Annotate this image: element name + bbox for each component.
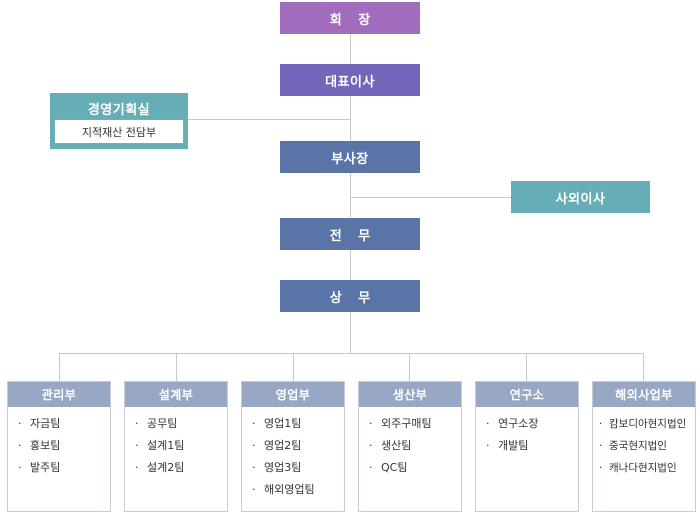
team-list: ·연구소장 ·개발팀 (476, 407, 578, 457)
team-list: ·외주구매팀 ·생산팀 ·QC팀 (359, 407, 461, 479)
team-item: ·연구소장 (486, 417, 539, 430)
planning-sub-box: 지적재산 전담부 (54, 119, 184, 144)
team-item: ·개발팀 (486, 439, 529, 452)
chairman-box: 회 장 (280, 2, 420, 34)
managing-director-box: 상 무 (280, 280, 420, 312)
department-header: 연구소 (476, 382, 578, 407)
department-name: 연구소 (509, 388, 545, 402)
team-list: ·공무팀 ·설계1팀 ·설계2팀 (125, 407, 227, 479)
department-design: 설계부 ·공무팀 ·설계1팀 ·설계2팀 (124, 381, 228, 512)
ceo-box: 대표이사 (280, 64, 420, 96)
team-item: ·공무팀 (135, 417, 178, 430)
team-item: ·QC팀 (369, 461, 408, 474)
team-item: ·캐나다현지법인 (599, 462, 677, 474)
department-header: 관리부 (8, 382, 110, 407)
department-production: 생산부 ·외주구매팀 ·생산팀 ·QC팀 (358, 381, 462, 512)
ceo-label: 대표이사 (325, 74, 375, 90)
team-item: ·캄보디아현지법인 (599, 418, 687, 430)
executive-director-box: 전 무 (280, 218, 420, 250)
department-research: 연구소 ·연구소장 ·개발팀 (475, 381, 579, 512)
department-overseas: 해외사업부 ·캄보디아현지법인 ·중국현지법인 ·캐나다현지법인 (592, 381, 696, 512)
department-sales: 영업부 ·영업1팀 ·영업2팀 ·영업3팀 ·해외영업팀 (241, 381, 345, 512)
team-item: ·설계1팀 (135, 439, 185, 452)
team-item: ·생산팀 (369, 439, 412, 452)
planning-sub-label: 지적재산 전담부 (81, 125, 157, 139)
outside-director-label: 사외이사 (555, 191, 606, 207)
team-item: ·중국현지법인 (599, 440, 667, 452)
team-item: ·해외영업팀 (252, 483, 315, 496)
team-item: ·홍보팀 (18, 439, 61, 452)
team-list: ·캄보디아현지법인 ·중국현지법인 ·캐나다현지법인 (593, 407, 695, 479)
team-item: ·영업2팀 (252, 439, 302, 452)
department-header: 생산부 (359, 382, 461, 407)
team-item: ·설계2팀 (135, 461, 185, 474)
department-name: 영업부 (275, 388, 311, 402)
team-list: ·자금팀 ·홍보팀 ·발주팀 (8, 407, 110, 479)
department-header: 영업부 (242, 382, 344, 407)
managing-director-label: 상 무 (329, 290, 377, 306)
team-item: ·외주구매팀 (369, 417, 432, 430)
vice-president-label: 부사장 (331, 151, 369, 167)
department-header: 해외사업부 (593, 382, 695, 407)
department-name: 관리부 (41, 388, 77, 402)
department-admin: 관리부 ·자금팀 ·홍보팀 ·발주팀 (7, 381, 111, 512)
department-name: 해외사업부 (615, 388, 673, 402)
department-header: 설계부 (125, 382, 227, 407)
team-item: ·영업3팀 (252, 461, 302, 474)
department-name: 설계부 (158, 388, 194, 402)
team-list: ·영업1팀 ·영업2팀 ·영업3팀 ·해외영업팀 (242, 407, 344, 501)
outside-director-box: 사외이사 (511, 181, 650, 213)
executive-director-label: 전 무 (329, 228, 377, 244)
team-item: ·발주팀 (18, 461, 61, 474)
department-name: 생산부 (392, 388, 428, 402)
team-item: ·자금팀 (18, 417, 61, 430)
vice-president-box: 부사장 (280, 141, 420, 173)
planning-office-label: 경영기획실 (87, 103, 151, 118)
team-item: ·영업1팀 (252, 417, 302, 430)
chairman-label: 회 장 (329, 12, 377, 28)
